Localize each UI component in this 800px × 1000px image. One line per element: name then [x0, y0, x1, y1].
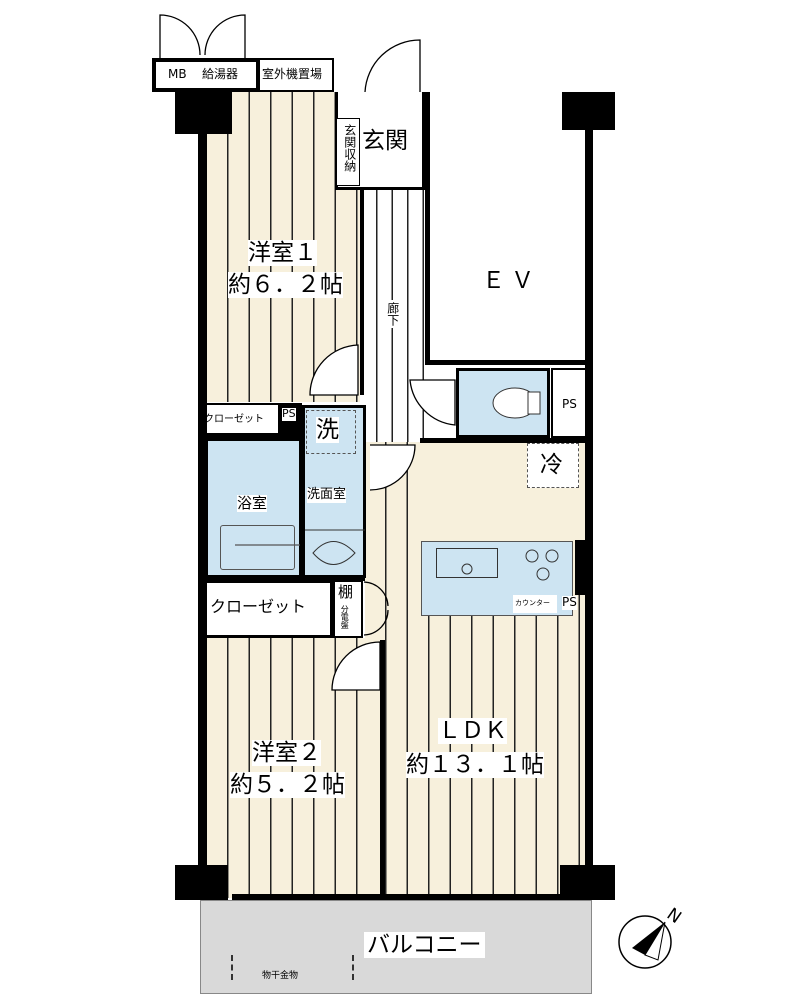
toilet-fixture-icon	[492, 387, 541, 419]
closet-2-label: クローゼット	[210, 597, 307, 617]
outdoor-unit-label: 室外機置場	[262, 67, 323, 82]
ldk-size: 約１３．１帖	[406, 752, 544, 779]
ps-label-2: PS	[562, 595, 577, 610]
closet-1-label: クローゼット	[204, 414, 264, 426]
ev-area	[425, 92, 590, 365]
bathtub	[220, 525, 295, 570]
mb-label: MB	[168, 67, 187, 82]
washer-space	[306, 410, 356, 454]
laundry-hanger-right	[352, 955, 354, 980]
entrance-storage-label: 玄関収納	[342, 124, 357, 172]
laundry-hanger-left	[231, 955, 233, 980]
washer-label: 洗	[316, 417, 339, 444]
counter-label: カウンター	[515, 599, 550, 608]
panel-label: 分電盤	[340, 605, 350, 629]
fridge-label: 冷	[540, 452, 563, 479]
compass-icon	[618, 915, 672, 969]
sink	[436, 548, 498, 578]
ps-label-1: PS	[562, 397, 577, 412]
western-2-name: 洋室２	[252, 740, 321, 767]
entrance-label: 玄関	[362, 128, 408, 155]
western-2-size: 約５．２帖	[230, 772, 345, 799]
western-1-size: 約６．２帖	[228, 272, 343, 299]
balcony-label: バルコニー	[364, 932, 485, 959]
washbasin-icon	[305, 529, 365, 565]
water-heater-label: 給湯器	[202, 67, 239, 82]
laundry-hanger-label: 物干金物	[262, 971, 299, 981]
western-1-name: 洋室１	[248, 240, 317, 267]
corridor-label: 廊下	[385, 300, 400, 328]
sink-drain-icon	[461, 563, 473, 575]
washroom-label: 洗面室	[307, 487, 347, 503]
ldk-name: ＬＤＫ	[438, 718, 507, 745]
ev-label: ＥＶ	[482, 268, 540, 294]
stove-icon	[525, 549, 559, 581]
shelf-label: 棚	[338, 583, 354, 602]
ps-label-3: PS	[282, 407, 296, 421]
bath-label: 浴室	[237, 494, 268, 513]
